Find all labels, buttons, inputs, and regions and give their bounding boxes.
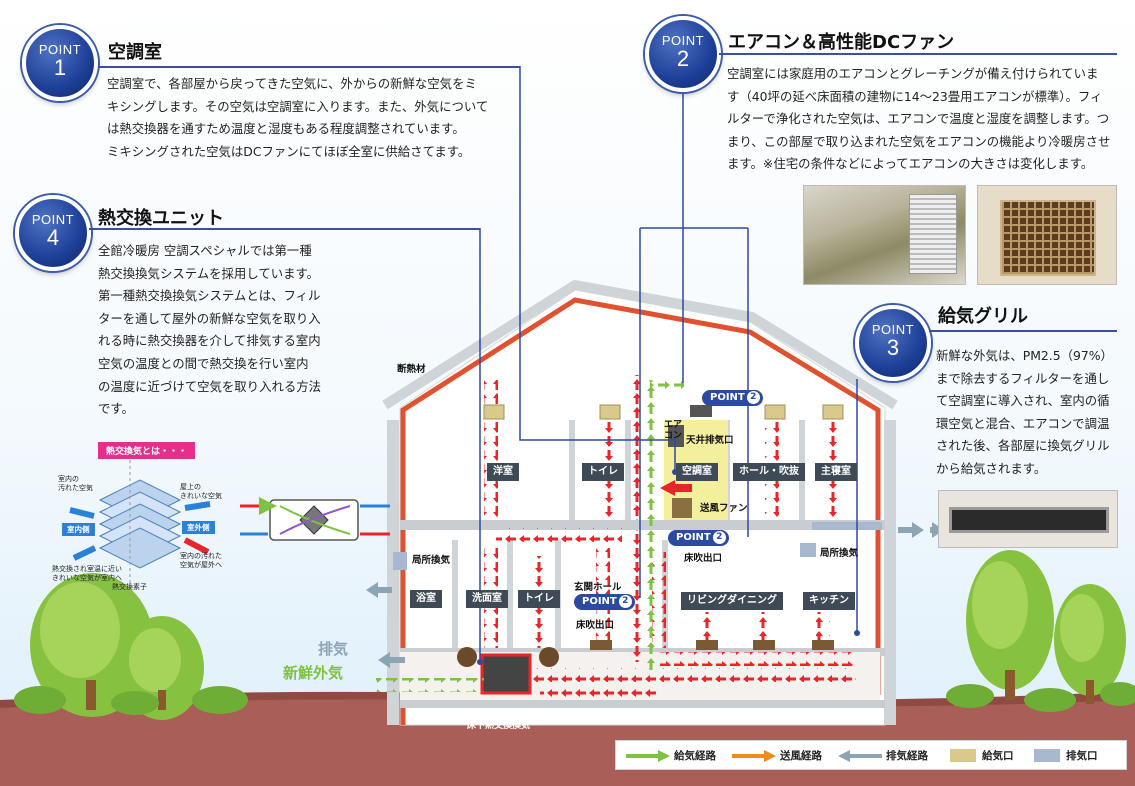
exchanger-exhaust-out: 室内の汚れた 空気が屋外へ xyxy=(180,552,222,569)
exchanger-clean-roof: 屋上の きれいな空気 xyxy=(180,483,222,500)
legend-supply: 給気経路 xyxy=(674,750,716,762)
point-2-tag-lower: POINT xyxy=(574,594,635,610)
aircon-top-label: エア コン xyxy=(664,420,683,441)
point-4-line: れる時に熱交換器を介して排気する室内 xyxy=(98,333,321,349)
room-entrance: 玄関ホール xyxy=(574,582,622,593)
exchanger-dirty-in: 室内の 汚れた空気 xyxy=(58,475,93,492)
point-4-line: 熱交換換気システムを採用しています。 xyxy=(98,265,320,281)
grating-photo xyxy=(977,185,1117,285)
point-2-line: ルターで浄化された空気は、エアコンで温度と湿度を調整します。つ xyxy=(727,111,1110,126)
point-2-word: POINT xyxy=(661,33,705,48)
legend-exhaust-port-icon xyxy=(1034,749,1060,762)
local-vent-right: 局所換気 xyxy=(820,548,859,559)
floor-outlet-lower: 床吹出口 xyxy=(576,620,615,631)
legend-supply-port-icon xyxy=(950,749,976,762)
point-3-line: 環空気と混合、エアコンで調温 xyxy=(936,415,1110,431)
point-2-body: 空調室には家庭用のエアコンとグレーチングが備え付けられていま す（40坪の延べ床… xyxy=(727,63,1127,176)
point-4-underline xyxy=(89,228,480,230)
point-3-line: された後、各部屋に換気グリル xyxy=(936,438,1110,453)
point-1-badge: POINT 1 xyxy=(22,25,98,101)
point-1-line: 空調室で、各部屋から戻ってきた空気に、外からの新鮮な空気をミ xyxy=(107,76,477,91)
point-2-underline xyxy=(719,53,1117,55)
underfloor-label: 床下熱交換換気 xyxy=(467,721,531,731)
legend-blow-arrow-icon xyxy=(732,750,776,762)
point-4-line: 第一種熱交換換気システムとは、フィル xyxy=(98,288,321,304)
point-4-body: 全館冷暖房 空調スペシャルでは第一種 熱交換換気システムを採用しています。 第一… xyxy=(98,240,358,421)
room-hall: ホール・吹抜 xyxy=(733,463,805,481)
exchanger-header: 熱交換気とは・・・ xyxy=(98,442,196,459)
local-vent-left: 局所換気 xyxy=(412,555,451,566)
point-1-number: 1 xyxy=(53,55,67,80)
point-3-line: て空調室に導入され、室内の循 xyxy=(936,393,1110,408)
point-3-body: 新鮮な外気は、PM2.5（97%） まで除去するフィルターを通し て空調室に導入… xyxy=(936,345,1126,480)
point-3-line: から給気されます。 xyxy=(936,460,1047,476)
floor-outlet-upper: 床吹出口 xyxy=(684,553,723,564)
point-4-line: です。 xyxy=(98,401,134,417)
point-1-line: は熱交換器を通すため温度と湿度もある程度調整されています。 xyxy=(107,121,465,136)
point-4-line: の温度に近づけて空気を取り入れる方法 xyxy=(98,378,322,394)
point-1-line: ミキシングされた空気はDCファンにてほぼ全室に供給さてます。 xyxy=(107,143,471,159)
point-3-underline xyxy=(929,330,1117,332)
point-2-line: す（40坪の延べ床面積の建物に14～23畳用エアコンが標準）。フィ xyxy=(727,88,1103,104)
point-1-body: 空調室で、各部屋から戻ってきた空気に、外からの新鮮な空気をミ キシングします。そ… xyxy=(107,73,507,163)
point-4-line: 空気の温度との間で熱交換を行い室内 xyxy=(98,355,309,371)
legend-supply-arrow-icon xyxy=(626,750,670,762)
point-2-line: 空調室には家庭用のエアコンとグレーチングが備え付けられていま xyxy=(727,66,1099,81)
fan-label: 送風ファン xyxy=(700,503,748,514)
exchanger-supply-in: 熱交換され室温に近い きれいな空気が室内へ xyxy=(52,565,122,582)
room-toilet-lower: トイレ xyxy=(518,590,560,608)
insulation-label: 断熱材 xyxy=(397,364,426,375)
point-4-word: POINT xyxy=(31,212,75,227)
legend-exhaust: 排気経路 xyxy=(886,750,928,762)
point-3-line: 新鮮な外気は、PM2.5（97%） xyxy=(936,348,1113,363)
exhaust-label: 排気 xyxy=(318,640,349,658)
point-3-word: POINT xyxy=(871,322,915,337)
point-4-badge: POINT 4 xyxy=(15,195,91,271)
point-2-line: まり、この部屋で取り込まれた空気をエアコンの機能より冷暖房させ xyxy=(727,133,1111,149)
point-1-line: キシングします。その空気は空調室に入ります。また、外気について xyxy=(107,98,489,114)
legend-blow: 送風経路 xyxy=(780,750,822,762)
point-3-badge: POINT 3 xyxy=(855,305,931,381)
room-master: 主寝室 xyxy=(815,463,857,481)
room-living: リビングダイニング xyxy=(681,592,783,610)
point-1-word: POINT xyxy=(38,42,82,57)
point-2-title: エアコン＆高性能DCファン xyxy=(728,32,955,53)
room-bath: 浴室 xyxy=(410,590,442,608)
fresh-air-label: 新鮮外気 xyxy=(283,664,344,682)
room-aircon: 空調室 xyxy=(676,463,718,481)
aircon-room-photo xyxy=(803,185,966,285)
point-2-number: 2 xyxy=(676,46,690,71)
point-2-tag-upper: POINT xyxy=(702,390,763,406)
point-3-number: 3 xyxy=(886,335,900,360)
point-4-number: 4 xyxy=(46,225,60,250)
room-washroom: 洗面室 xyxy=(466,590,508,608)
point-1-underline xyxy=(98,66,520,68)
room-western: 洋室 xyxy=(487,463,519,481)
legend-exhaust-port: 排気口 xyxy=(1066,750,1098,762)
legend-exhaust-arrow-icon xyxy=(838,750,882,762)
point-3-title: 給気グリル xyxy=(938,306,1028,327)
point-2-tag-mid: POINT xyxy=(668,530,729,546)
point-2-badge: POINT 2 xyxy=(645,16,721,92)
room-kitchen: キッチン xyxy=(803,592,855,610)
point-4-title: 熱交換ユニット xyxy=(98,208,224,229)
point-1-title: 空調室 xyxy=(108,42,162,63)
point-2-line: ます。※住宅の条件などによってエアコンの大きさは変化します。 xyxy=(727,156,1094,171)
exchanger-inside: 室内側 xyxy=(62,523,95,536)
room-toilet-upper: トイレ xyxy=(582,463,624,481)
point-4-line: ターを通して屋外の新鮮な空気を取り入 xyxy=(98,310,321,326)
point-3-line: まで除去するフィルターを通し xyxy=(936,370,1110,386)
exchanger-outside: 室外側 xyxy=(182,521,215,534)
point-4-line: 全館冷暖房 空調スペシャルでは第一種 xyxy=(98,243,312,258)
legend-supply-port: 給気口 xyxy=(982,750,1014,762)
supply-grill-photo xyxy=(938,490,1118,548)
legend-bar: 給気経路 送風経路 排気経路 給気口 排気口 xyxy=(615,740,1127,770)
ceiling-exhaust-label: 天井排気口 xyxy=(686,435,734,446)
exchanger-element: 熱交換素子 xyxy=(112,583,147,591)
